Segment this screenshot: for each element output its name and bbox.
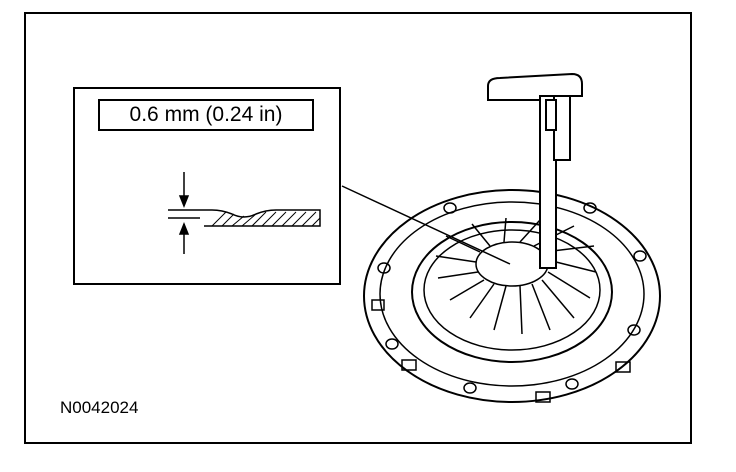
figure-id: N0042024 (60, 398, 139, 417)
clutch-pressure-plate-icon (363, 189, 661, 403)
cross-section-detail (168, 209, 321, 227)
measurement-label: 0.6 mm (0.24 in) (98, 99, 314, 131)
caliper-icon (487, 72, 583, 269)
dimension-arrows-icon (178, 172, 190, 254)
figure-frame (24, 12, 692, 444)
